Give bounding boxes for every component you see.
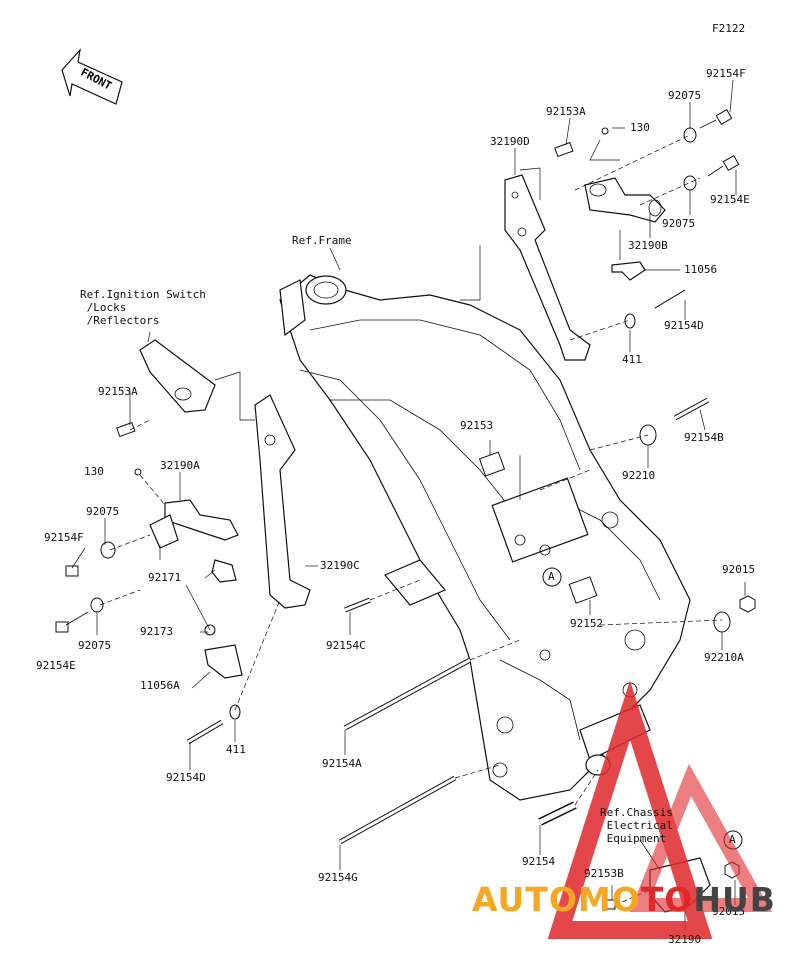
bracket-32190d bbox=[504, 174, 591, 361]
part-411-left: 411 bbox=[226, 743, 246, 756]
part-92154d-left: 92154D bbox=[166, 771, 206, 784]
callout-a-label-2: A bbox=[729, 833, 736, 846]
part-32190a: 32190A bbox=[160, 459, 200, 472]
part-92015-bottom: 92015 bbox=[712, 905, 746, 918]
part-92153b: 92153B bbox=[584, 867, 624, 880]
diagram-code: F2122 bbox=[712, 22, 746, 35]
leader-lines bbox=[71, 79, 746, 930]
ignition-bracket bbox=[139, 339, 216, 413]
clip-11056a bbox=[204, 644, 243, 679]
part-92075-left-2: 92075 bbox=[78, 639, 112, 652]
part-11056: 11056 bbox=[684, 263, 718, 276]
ref-ignition-switch: Ref.Ignition Switch /Locks /Reflectors bbox=[80, 288, 206, 327]
part-92075-right-1: 92075 bbox=[668, 89, 702, 102]
part-92153a-left: 92153A bbox=[98, 385, 138, 398]
part-92154e-left: 92154E bbox=[36, 659, 76, 672]
part-92210: 92210 bbox=[622, 469, 656, 482]
part-32190c: 32190C bbox=[320, 559, 360, 572]
part-92173: 92173 bbox=[140, 625, 174, 638]
ref-chassis-electrical: Ref.Chassis Electrical Equipment bbox=[600, 806, 673, 845]
part-92152: 92152 bbox=[570, 617, 604, 630]
watermark-logo-icon bbox=[547, 680, 772, 939]
part-411-right: 411 bbox=[622, 353, 642, 366]
part-92075-right-2: 92075 bbox=[662, 217, 696, 230]
part-92154g: 92154G bbox=[318, 871, 358, 884]
part-92154b: 92154B bbox=[684, 431, 724, 444]
callout-a-circle-1 bbox=[542, 567, 562, 587]
part-92154c: 92154C bbox=[326, 639, 366, 652]
part-32190b: 32190B bbox=[628, 239, 668, 252]
bracket-32190c bbox=[254, 394, 311, 609]
watermark-part-1: AUTOMO bbox=[472, 880, 641, 919]
watermark-part-2: TO bbox=[640, 880, 694, 919]
part-92153: 92153 bbox=[460, 419, 494, 432]
part-32190: 32190 bbox=[668, 933, 702, 946]
watermark-text: AUTOMOTOHUB bbox=[472, 880, 776, 919]
callout-a-label-1: A bbox=[548, 570, 555, 583]
part-130-right: 130 bbox=[630, 121, 650, 134]
part-92171: 92171 bbox=[148, 571, 182, 584]
part-92154f-right: 92154F bbox=[706, 67, 746, 80]
front-arrow-icon: FRONT bbox=[61, 48, 123, 105]
ref-frame: Ref.Frame bbox=[292, 234, 352, 247]
clip-92171 bbox=[211, 559, 237, 583]
part-92154f-left: 92154F bbox=[44, 531, 84, 544]
watermark-part-3: HUB bbox=[693, 880, 776, 919]
part-92154: 92154 bbox=[522, 855, 556, 868]
bracket-32190a bbox=[149, 499, 239, 549]
bracket-32190b bbox=[584, 177, 666, 223]
part-92154e-right: 92154E bbox=[710, 193, 750, 206]
part-32190d: 32190D bbox=[490, 135, 530, 148]
part-11056a: 11056A bbox=[140, 679, 180, 692]
part-92154d-right: 92154D bbox=[664, 319, 704, 332]
part-92153a-right: 92153A bbox=[546, 105, 586, 118]
part-92154a: 92154A bbox=[322, 757, 362, 770]
part-92015-right: 92015 bbox=[722, 563, 756, 576]
main-frame bbox=[279, 274, 691, 801]
part-130-left: 130 bbox=[84, 465, 104, 478]
part-92075-left-1: 92075 bbox=[86, 505, 120, 518]
part-92210a: 92210A bbox=[704, 651, 744, 664]
clamp-11056 bbox=[611, 261, 646, 281]
